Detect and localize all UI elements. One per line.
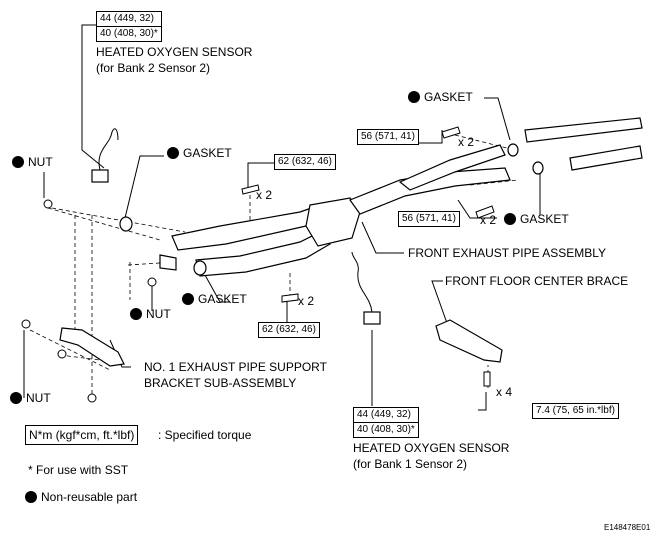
- catalytic-converter: [305, 197, 361, 247]
- non-reusable-dot-icon: [167, 147, 179, 159]
- sensor-b1-cable: [351, 251, 373, 313]
- torque-56-top: 56 (571, 41): [357, 129, 419, 145]
- label-front-exhaust-pipe: FRONT EXHAUST PIPE ASSEMBLY: [408, 246, 607, 260]
- leader-gasket-left: [124, 155, 164, 219]
- multiplier-x2-56-top: x 2: [458, 135, 475, 149]
- bolt-brace: [483, 371, 491, 387]
- front-floor-brace-shape: [435, 319, 503, 363]
- gasket-right: [532, 161, 544, 175]
- label-gasket-left: GASKET: [167, 146, 232, 160]
- gasket-text: GASKET: [198, 292, 247, 306]
- label-heated-o2-b1: HEATED OXYGEN SENSOR: [353, 441, 510, 455]
- label-support-bracket-2: BRACKET SUB-ASSEMBLY: [144, 376, 297, 390]
- torque-56-bottom: 56 (571, 41): [398, 211, 460, 227]
- nut-middle-shape: [147, 277, 157, 287]
- sensor-b1-torque-b: 40 (408, 30)*: [354, 422, 418, 437]
- leader-flange-56-bottom: [457, 199, 497, 219]
- nut-bottom-left-a: [21, 319, 31, 329]
- sensor-b2-torque-a: 44 (449, 32): [100, 13, 154, 24]
- torque-62-bottom: 62 (632, 46): [258, 322, 320, 338]
- bolt-62-top: [241, 184, 260, 195]
- branch-pipe: [398, 144, 506, 191]
- non-reusable-dot-icon: [182, 293, 194, 305]
- label-gasket-top-right: GASKET: [408, 90, 473, 104]
- sensor-b1-torque-box: 44 (449, 32) 40 (408, 30)*: [353, 407, 419, 438]
- non-reusable-dot-icon: [10, 392, 22, 404]
- label-nut-bottom-left: NUT: [10, 391, 51, 405]
- gasket-text: GASKET: [183, 146, 232, 160]
- bolt-bracket: [87, 393, 97, 403]
- hanger: [159, 254, 177, 271]
- legend-torque-desc: : Specified torque: [158, 428, 252, 442]
- leader-brace: [431, 280, 449, 327]
- leader-sensor-b2-torque: [81, 24, 105, 169]
- legend-torque-unit: N*m (kgf*cm, ft.*lbf): [25, 425, 139, 445]
- legend-non-reusable: Non-reusable part: [25, 490, 137, 504]
- nut-bottom-left-b: [57, 349, 67, 359]
- leader-brace-torque: [478, 392, 487, 411]
- non-reusable-dot-icon: [130, 308, 142, 320]
- leader-front-pipe: [361, 221, 404, 254]
- outlet-pipe-lower: [569, 145, 643, 171]
- label-nut-left: NUT: [12, 155, 53, 169]
- sensor-b1-torque-a: 44 (449, 32): [357, 409, 411, 420]
- legend-non-reusable-text: Non-reusable part: [41, 490, 138, 504]
- nut-text: NUT: [28, 155, 53, 169]
- leader-flange-62-top: [247, 162, 274, 188]
- torque-62-top: 62 (632, 46): [274, 154, 336, 170]
- label-heated-o2-b2: HEATED OXYGEN SENSOR: [96, 45, 253, 59]
- sensor-b2-torque-box: 44 (449, 32) 40 (408, 30)*: [96, 11, 162, 42]
- sensor-b2-body: [91, 169, 109, 183]
- support-bracket-shape: [59, 327, 125, 367]
- multiplier-x2-62-top: x 2: [256, 188, 273, 202]
- torque-brace: 7.4 (75, 65 in.*lbf): [532, 403, 619, 419]
- gasket-text: GASKET: [424, 90, 473, 104]
- non-reusable-dot-icon: [408, 91, 420, 103]
- label-gasket-bottom: GASKET: [182, 292, 247, 306]
- figure-id: E148478E01: [604, 523, 651, 532]
- leader-gasket-bottom: [204, 274, 230, 303]
- label-nut-middle: NUT: [130, 307, 171, 321]
- legend-sst-note: * For use with SST: [28, 463, 129, 477]
- sensor-b2-cable: [98, 128, 119, 171]
- leader-gasket-top-right: [484, 97, 511, 141]
- multiplier-x2-56-bottom: x 2: [480, 213, 497, 227]
- non-reusable-dot-icon: [504, 213, 516, 225]
- sensor-b2-torque-b: 40 (408, 30)*: [97, 26, 161, 41]
- outlet-pipe-upper: [524, 117, 643, 143]
- label-support-bracket-1: NO. 1 EXHAUST PIPE SUPPORT: [144, 360, 327, 374]
- multiplier-x2-62-bottom: x 2: [298, 294, 315, 308]
- non-reusable-dot-icon: [12, 156, 24, 168]
- multiplier-x4-brace: x 4: [496, 385, 513, 399]
- nut-text: NUT: [146, 307, 171, 321]
- gasket-top-right: [507, 143, 519, 157]
- label-front-floor-brace: FRONT FLOOR CENTER BRACE: [445, 274, 629, 288]
- label-gasket-right: GASKET: [504, 212, 569, 226]
- nut-left-shape: [43, 199, 53, 209]
- lower-pipe: [195, 231, 331, 277]
- non-reusable-dot-icon: [25, 491, 37, 503]
- gasket-text: GASKET: [520, 212, 569, 226]
- bolt-56-top: [441, 126, 461, 139]
- bolt-62-bottom: [281, 293, 299, 303]
- gasket-bottom: [193, 260, 207, 276]
- bolt-56-bottom: [475, 205, 495, 219]
- label-heated-o2-b1-sub: (for Bank 1 Sensor 2): [353, 457, 468, 471]
- nut-text: NUT: [26, 391, 51, 405]
- gasket-left: [119, 216, 133, 232]
- label-heated-o2-b2-sub: (for Bank 2 Sensor 2): [96, 61, 211, 75]
- sensor-b1-body: [363, 311, 381, 325]
